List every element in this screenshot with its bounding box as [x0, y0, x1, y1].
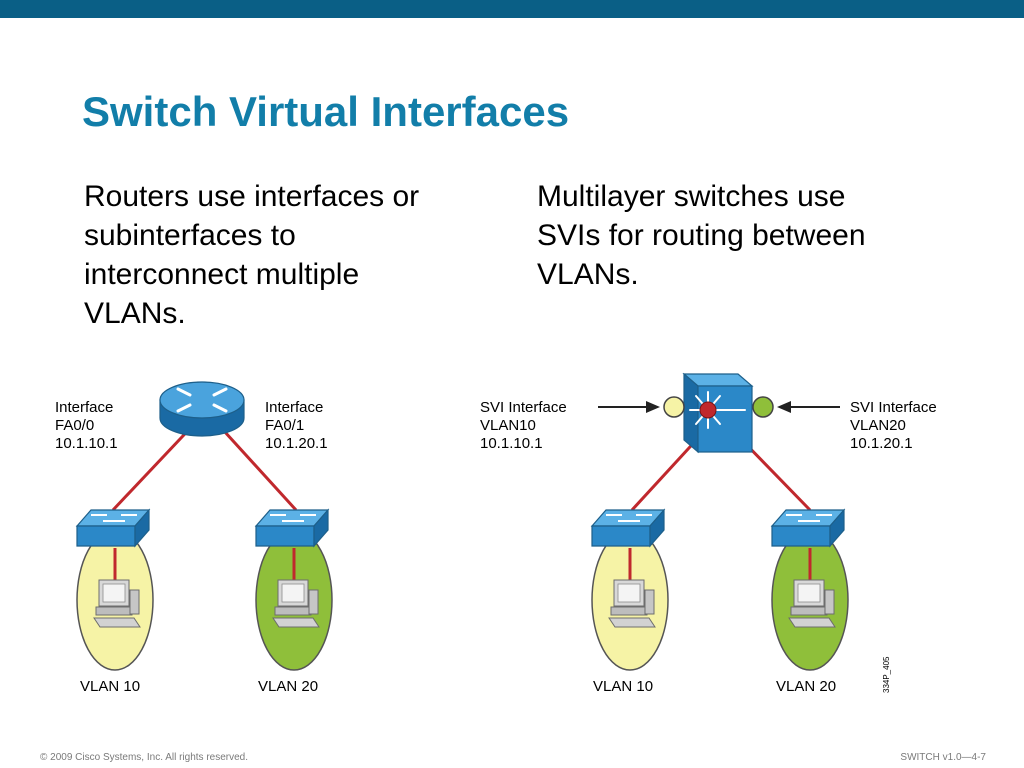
interface-label: Interface: [55, 399, 113, 416]
switch-icon: [76, 509, 150, 547]
right-description-line: SVIs for routing between: [537, 219, 866, 252]
router-link-vlan10: [111, 418, 200, 512]
router-icon: [159, 381, 245, 437]
left-description-line: interconnect multiple: [84, 258, 360, 291]
interface-label: Interface: [265, 399, 323, 416]
header-bar: [0, 0, 1024, 18]
left-description-line: Routers use interfaces or: [84, 180, 420, 213]
vlan-label: VLAN 20: [258, 678, 318, 695]
copyright-footer: © 2009 Cisco Systems, Inc. All rights re…: [40, 752, 249, 763]
interface-label: FA0/0: [55, 417, 94, 434]
right-description-line: VLANs.: [537, 258, 639, 291]
left-network-topology: Interface FA0/0 10.1.10.1 Interface FA0/…: [55, 381, 333, 695]
svi-label: VLAN10: [480, 417, 536, 434]
svi-label: SVI Interface: [850, 399, 937, 416]
left-description: Routers use interfaces or subinterfaces …: [84, 177, 504, 333]
interface-label: 10.1.10.1: [55, 435, 118, 452]
svi-vlan20-port: [752, 396, 774, 418]
vlan-label: VLAN 20: [776, 678, 836, 695]
slide-title: Switch Virtual Interfaces: [82, 88, 570, 135]
right-description: Multilayer switches use SVIs for routing…: [537, 177, 957, 294]
switch-icon: [591, 509, 665, 547]
vlan-label: VLAN 10: [593, 678, 653, 695]
left-description-line: subinterfaces to: [84, 219, 296, 252]
slide-number-footer: SWITCH v1.0—4-7: [900, 752, 986, 763]
figure-id: 334P_405: [882, 656, 891, 693]
switch-icon: [255, 509, 329, 547]
multilayer-switch-icon: [682, 372, 754, 454]
svi-label: 10.1.10.1: [480, 435, 543, 452]
svi-label: 10.1.20.1: [850, 435, 913, 452]
arrow-icon: [777, 401, 840, 413]
switch-icon: [771, 509, 845, 547]
multilayer-link-vlan10: [630, 434, 702, 512]
svi-label: VLAN20: [850, 417, 906, 434]
svi-vlan10-port: [663, 396, 685, 418]
interface-label: 10.1.20.1: [265, 435, 328, 452]
interface-label: FA0/1: [265, 417, 304, 434]
svi-label: SVI Interface: [480, 399, 567, 416]
left-description-line: VLANs.: [84, 297, 186, 330]
vlan-label: VLAN 10: [80, 678, 140, 695]
arrow-icon: [598, 401, 660, 413]
right-description-line: Multilayer switches use: [537, 180, 846, 213]
right-network-topology: SVI Interface VLAN10 10.1.10.1 SVI Inter…: [480, 372, 937, 695]
router-link-vlan20: [212, 418, 298, 512]
